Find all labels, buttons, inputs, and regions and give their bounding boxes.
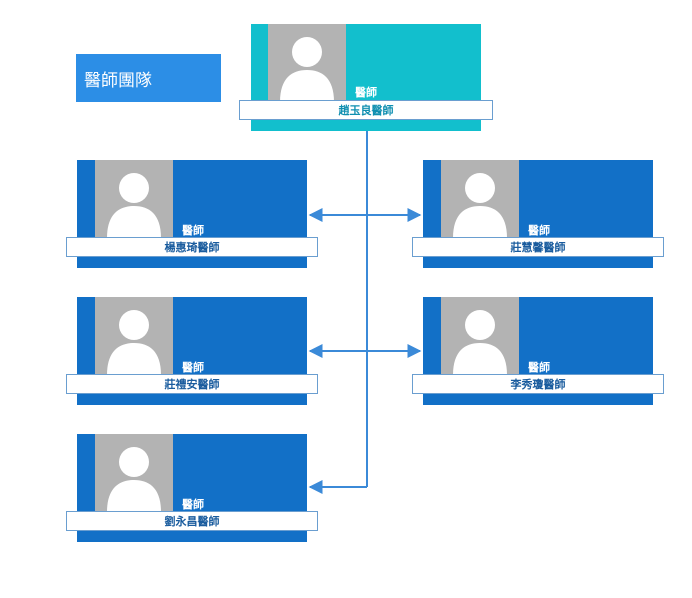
member-role: 醫師 — [528, 361, 550, 374]
member-role: 醫師 — [182, 498, 204, 511]
avatar-placeholder-icon — [441, 297, 519, 375]
avatar-placeholder-icon — [441, 160, 519, 238]
member-name: 莊禮安醫師 — [66, 374, 318, 394]
avatar-placeholder-icon — [268, 24, 346, 102]
head-name: 趙玉良醫師 — [239, 100, 493, 120]
member-name: 劉永昌醫師 — [66, 511, 318, 531]
member-name: 楊惠琦醫師 — [66, 237, 318, 257]
head-card: 醫師 趙玉良醫師 — [239, 24, 493, 131]
head-role: 醫師 — [355, 86, 377, 99]
avatar-placeholder-icon — [95, 160, 173, 238]
member-role: 醫師 — [182, 361, 204, 374]
member-card: 醫師 楊惠琦醫師 — [66, 160, 318, 268]
avatar-placeholder-icon — [95, 297, 173, 375]
member-role: 醫師 — [182, 224, 204, 237]
avatar-placeholder-icon — [95, 434, 173, 512]
member-name: 莊慧馨醫師 — [412, 237, 664, 257]
member-card: 醫師 莊慧馨醫師 — [412, 160, 664, 268]
member-name: 李秀瓊醫師 — [412, 374, 664, 394]
member-card: 醫師 劉永昌醫師 — [66, 434, 318, 542]
page-title: 醫師團隊 — [76, 54, 221, 102]
member-role: 醫師 — [528, 224, 550, 237]
member-card: 醫師 李秀瓊醫師 — [412, 297, 664, 405]
member-card: 醫師 莊禮安醫師 — [66, 297, 318, 405]
